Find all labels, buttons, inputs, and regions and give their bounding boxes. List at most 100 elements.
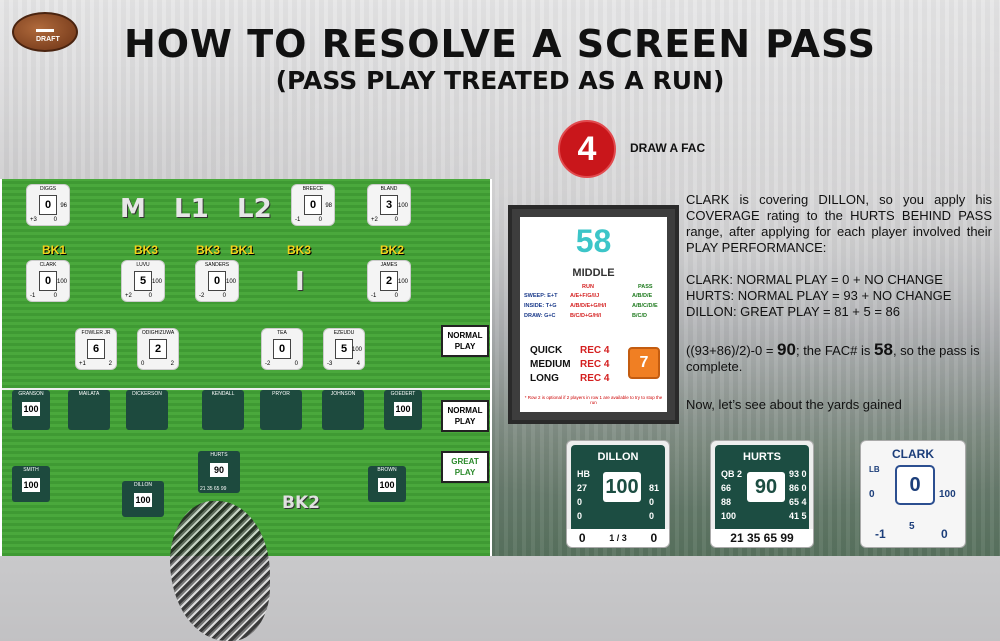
card-stat: 86 0 <box>789 483 807 493</box>
fac-row-run: A/E+F/G/I/J <box>570 293 600 299</box>
defender-card-ezeudu[interactable]: EZEUDU 5 100 -3 4 <box>324 329 364 369</box>
defender-card-diggs[interactable]: DIGGS 0 96 +3 0 <box>27 185 69 225</box>
fac-row-label: SWEEP: E+T <box>524 293 558 299</box>
fac-pass-label: QUICK <box>530 345 563 356</box>
page-subtitle: (PASS PLAY TREATED AS A RUN) <box>275 66 725 95</box>
card-foot-stat: 0 <box>578 531 586 545</box>
defender-card-clark[interactable]: CLARK 0 100 -1 0 <box>27 261 69 301</box>
offense-card-dickerson[interactable]: DICKERSON <box>126 390 168 430</box>
card-stat: 0 <box>869 489 875 500</box>
dillon-play-line: DILLON: GREAT PLAY = 81 + 5 = 86 <box>686 304 901 319</box>
fac-row-pass: A/B/D/E <box>632 293 653 299</box>
defender-card-odighizuwa[interactable]: ODIGHIZUWA 2 0 2 <box>138 329 178 369</box>
card-rating: 100 <box>603 472 641 502</box>
card-position: QB 2 <box>721 469 743 479</box>
step-number-badge: 4 <box>558 120 616 178</box>
defender-card-fowler[interactable]: FOWLER JR 6 +1 2 <box>76 329 116 369</box>
card-foot-stat: 0 <box>650 531 658 545</box>
explanation-paragraph: CLARK is covering DILLON, so you apply h… <box>686 192 992 255</box>
line-of-scrimmage <box>2 388 490 390</box>
pos-tag-bk1-a: BK1 <box>42 243 67 257</box>
formation-letter-l2: L2 <box>237 194 272 224</box>
card-position: HB <box>577 469 590 479</box>
defender-card-sanders[interactable]: SANDERS 0 100 -2 0 <box>196 261 238 301</box>
fac-row-run: A/B/D/E+G/H/I <box>570 303 607 309</box>
fac-pass-header: PASS <box>638 284 653 290</box>
card-name: HURTS <box>743 451 781 463</box>
player-card-hurts[interactable]: HURTS QB 2 90 66 88 100 93 0 86 0 65 4 4… <box>710 440 814 548</box>
card-position: LB <box>869 465 880 474</box>
fac-row-run: B/C/D+G/H/I <box>570 313 602 319</box>
card-name: CLARK <box>892 447 934 461</box>
card-rating: 90 <box>747 472 785 502</box>
great-play-button[interactable]: GREAT PLAY <box>441 451 489 483</box>
hurts-play-line: HURTS: NORMAL PLAY = 93 + NO CHANGE <box>686 288 952 303</box>
normal-play-button-2[interactable]: NORMAL PLAY <box>441 400 489 432</box>
card-name: DILLON <box>597 451 639 463</box>
football-logo-icon: DRAFT <box>12 12 78 52</box>
normal-play-button-1[interactable]: NORMAL PLAY <box>441 325 489 357</box>
pos-tag-bk3-a: BK3 <box>134 243 159 257</box>
card-stat: 0 <box>577 497 583 507</box>
defender-card-bland[interactable]: BLAND 3 100 +2 0 <box>368 185 410 225</box>
explanation-text: CLARK is covering DILLON, so you apply h… <box>686 192 992 320</box>
fac-pass-value: REC 4 <box>580 373 610 384</box>
fac-row-pass: A/B/C/D/E <box>632 303 658 309</box>
card-stat: 88 <box>721 497 732 507</box>
card-stat: 27 <box>577 483 588 493</box>
fac-pass-label: MEDIUM <box>530 359 571 370</box>
offense-card-kendall[interactable]: KENDALL <box>202 390 244 430</box>
defender-card-luvu[interactable]: LUVU 5 100 +2 0 <box>122 261 164 301</box>
calc-result: 90 <box>777 340 796 359</box>
fac-box-number: 7 <box>628 347 660 379</box>
offense-card-johnson[interactable]: JOHNSON <box>322 390 364 430</box>
fac-row-label: INSIDE: T+G <box>524 303 557 309</box>
clark-play-line: CLARK: NORMAL PLAY = 0 + NO CHANGE <box>686 272 943 287</box>
fac-card[interactable]: 58 MIDDLE RUN PASS SWEEP: E+T A/E+F/G/I/… <box>520 217 667 412</box>
calc-conclusion: , so the pass is complete. <box>686 343 980 374</box>
fac-note: * Row 2 is optional if 2 players in row … <box>524 395 663 405</box>
fac-pass-value: REC 4 <box>580 345 610 356</box>
defender-card-breece[interactable]: BREECE 0 98 -1 0 <box>292 185 334 225</box>
card-stat: 100 <box>721 511 737 521</box>
card-stat: 41 5 <box>789 511 807 521</box>
pos-tag-bottom: BK2 <box>282 493 320 513</box>
fac-zone: MIDDLE <box>572 267 615 279</box>
player-card-clark[interactable]: CLARK LB 0 0 100 -1 5 0 <box>860 440 966 548</box>
fac-number: 58 <box>575 223 612 259</box>
fac-row-label: DRAW: G+C <box>524 313 556 319</box>
calculation-text: ((93+86)/2)-0 = 90; the FAC# is 58, so t… <box>686 340 992 375</box>
calc-formula: ((93+86)/2)-0 = <box>686 343 778 358</box>
eagle-logo-icon <box>170 501 270 641</box>
card-stat: 0 <box>649 497 655 507</box>
formation-letter-i: I <box>295 267 305 297</box>
yards-text: Now, let’s see about the yards gained <box>686 397 902 412</box>
step-label: DRAW A FAC <box>630 141 706 155</box>
formation-letter-m: M <box>120 194 146 224</box>
card-stat: 65 4 <box>789 497 807 507</box>
page-title: HOW TO RESOLVE A SCREEN PASS <box>123 22 877 66</box>
card-foot-stat: 0 <box>941 527 948 541</box>
fac-card-frame: 58 MIDDLE RUN PASS SWEEP: E+T A/E+F/G/I/… <box>508 205 679 424</box>
fac-row-pass: B/C/D <box>632 313 647 319</box>
offense-card-pryor[interactable]: PRYOR <box>260 390 302 430</box>
card-foot-stat: -1 <box>875 527 886 541</box>
card-stat: 66 <box>721 483 732 493</box>
game-field: M L1 L2 I BK1 BK3 BK3 BK1 BK3 BK2 DIGGS … <box>0 179 492 641</box>
fac-pass-label: LONG <box>530 373 559 384</box>
pos-tag-bk2: BK2 <box>380 243 405 257</box>
defender-card-tea[interactable]: TEA 0 -2 0 <box>262 329 302 369</box>
fac-pass-value: REC 4 <box>580 359 610 370</box>
card-stat: 0 <box>649 511 655 521</box>
formation-letter-l1: L1 <box>174 194 209 224</box>
calc-fac-number: 58 <box>874 340 893 359</box>
offense-card-mailata[interactable]: MAILATA <box>68 390 110 430</box>
defender-card-james[interactable]: JAMES 2 100 -1 0 <box>368 261 410 301</box>
